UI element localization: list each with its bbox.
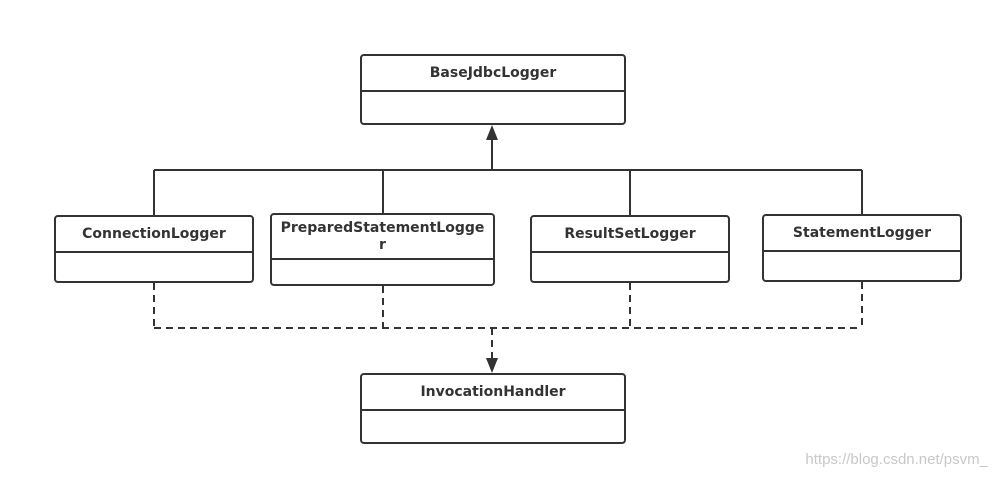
implementation-connectors	[153, 282, 863, 358]
class-connection-logger: ConnectionLogger	[54, 215, 254, 283]
class-invocation-handler: InvocationHandler	[360, 373, 626, 444]
class-name-compartment: ConnectionLogger	[56, 217, 252, 253]
inheritance-connectors	[153, 140, 863, 216]
inheritance-arrowhead	[486, 125, 498, 140]
class-statement-logger: StatementLogger	[762, 214, 962, 282]
class-prepared-statement-logger: PreparedStatementLogger	[270, 213, 495, 286]
class-name: BaseJdbcLogger	[429, 64, 557, 81]
implementation-arrowhead	[486, 358, 498, 373]
class-name-compartment: PreparedStatementLogger	[272, 215, 493, 260]
class-name: PreparedStatementLogger	[280, 219, 485, 253]
class-name: InvocationHandler	[420, 383, 566, 400]
class-name: ConnectionLogger	[82, 225, 226, 242]
class-name-compartment: InvocationHandler	[362, 375, 624, 411]
class-result-set-logger: ResultSetLogger	[530, 215, 730, 283]
watermark: https://blog.csdn.net/psvm_	[805, 451, 988, 468]
class-name: ResultSetLogger	[564, 225, 696, 242]
class-name-compartment: StatementLogger	[764, 216, 960, 252]
class-name-compartment: ResultSetLogger	[532, 217, 728, 253]
class-name: StatementLogger	[792, 224, 932, 241]
class-name-compartment: BaseJdbcLogger	[362, 56, 624, 92]
class-base-jdbc-logger: BaseJdbcLogger	[360, 54, 626, 125]
